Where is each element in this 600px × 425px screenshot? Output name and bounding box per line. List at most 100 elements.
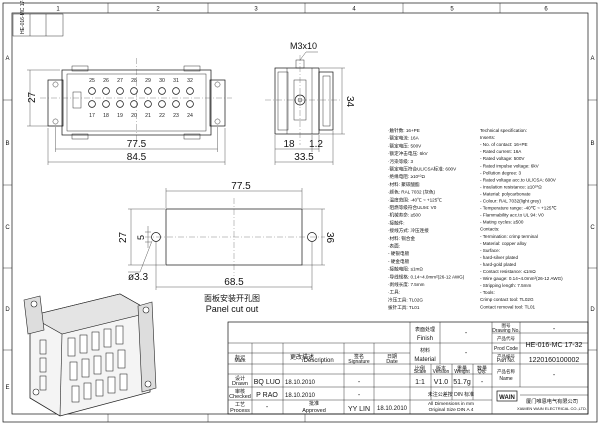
cutout-dim-5: 5 <box>136 235 146 240</box>
tb-surface-en: Finish <box>417 336 433 342</box>
side-view: M3x10 34 18 1.2 33.5 <box>265 41 355 165</box>
pin-label-30: 30 <box>159 78 165 84</box>
spec-en-line: - Flammability acc.to UL 94: V0 <box>480 213 544 218</box>
spec-en-line: - hard-gold plated <box>480 262 516 267</box>
pin-label-25: 25 <box>89 78 95 84</box>
side-dim-1-2: 1.2 <box>309 139 323 150</box>
spec-cn-line: ·接触件: <box>388 219 405 226</box>
spec-cn-line: ·剥线长度: 7.5mm <box>388 281 425 288</box>
row-label-C: C <box>5 225 10 231</box>
pin-label-17: 17 <box>89 113 95 119</box>
col-label-6: 6 <box>544 7 548 13</box>
spec-cn-line: ·颜色: RAL 7032 (灰色) <box>388 189 436 196</box>
tb-date-cn: 日期 <box>387 354 397 360</box>
cutout-dim-dia-3-3: ø3.3 <box>128 272 148 283</box>
corner-code: HE-016-MC 17-32 <box>20 0 26 34</box>
tb-scale-val: 1:1 <box>415 379 425 386</box>
spec-en-line: Contacts: <box>480 227 499 232</box>
spec-cn-line: ·额定冲击电压: 6kV <box>388 150 428 157</box>
tb-part-no-en: Part No. <box>497 358 515 364</box>
tb-weight-en: Weight <box>454 369 470 375</box>
spec-en-line: - Material: polycarbonate <box>480 191 531 196</box>
col-label-3: 3 <box>254 7 258 13</box>
cutout-dim-27: 27 <box>118 231 129 243</box>
pin-label-32: 32 <box>187 78 193 84</box>
tb-drawing-no-en: Drawing No. <box>492 328 520 334</box>
tb-approved-en: Approved <box>302 408 326 414</box>
pin-label-19: 19 <box>117 113 123 119</box>
tb-desc-cn: 更改描述 <box>290 353 314 361</box>
front-dim-77-5: 77.5 <box>127 139 147 150</box>
panel-cutout-view: 77.5 27 5 36 ø3.3 68.5 面板安装开孔图 Panel cut… <box>118 181 335 314</box>
pin-label-28: 28 <box>131 78 137 84</box>
side-dim-m3x10: M3x10 <box>290 41 317 51</box>
tb-version-cn: 版本 <box>436 365 446 372</box>
pin-label-23: 23 <box>173 113 179 119</box>
spec-cn-line: ·额定电压: 500V <box>388 142 422 149</box>
cutout-label-en: Panel cut out <box>206 304 259 314</box>
tb-dash-1: - <box>358 379 361 386</box>
col-label-5: 5 <box>450 7 454 13</box>
spec-cn-line: ·材料: 铜合金 <box>388 235 415 242</box>
spec-en-block: Technical specification:Inserts:- No. of… <box>480 128 563 309</box>
tb-process-cn: 工艺 <box>235 402 245 408</box>
row-label-B: B <box>5 141 9 147</box>
spec-en-line: - Tools: <box>480 290 495 295</box>
tb-prod-code-val: HE-016-MC 17-32 <box>526 342 583 349</box>
col-label-4: 4 <box>352 7 356 13</box>
spec-cn-line: ·材料: 聚碳酸酯 <box>388 181 420 188</box>
tb-checked-en: Checked <box>229 394 251 400</box>
row-label-D-right: D <box>590 307 595 313</box>
tb-name-cn: 产品名称 <box>497 368 515 375</box>
grid-columns: 1 2 3 4 5 6 <box>56 3 548 422</box>
tb-checked-date: 18.10.2010 <box>285 393 316 399</box>
spec-en-line: - Colour: RAL 7032(light grey) <box>480 199 541 204</box>
tb-approved-date: 18.10.2010 <box>377 406 408 412</box>
col-label-2: 2 <box>156 7 160 13</box>
tb-name-val: - <box>553 372 556 379</box>
spec-cn-line: ·污染等级: 3 <box>388 158 413 165</box>
iso-connector-image <box>23 293 157 417</box>
spec-cn-line: ·接触电阻: ≤1mΩ <box>388 266 423 273</box>
front-dim-84-5: 84.5 <box>127 152 147 163</box>
pin-label-18: 18 <box>103 113 109 119</box>
tb-drawing-no-val: - <box>553 326 556 333</box>
spec-en-line: - Rated current: 16A <box>480 149 522 154</box>
spec-en-line: Contact removal tool: TL01 <box>480 304 536 309</box>
row-label-A-right: A <box>590 56 594 62</box>
tb-sig-en: Signature <box>348 359 370 365</box>
tb-company-cn: 厦门唯恩电气有限公司 <box>526 397 578 405</box>
spec-cn-line: ·温度范围: -40℃ ~ +125℃ <box>388 196 442 203</box>
tb-company-en: XIAMEN WAIN ELECTRICAL CO.,LTD. <box>517 406 587 411</box>
tb-surface-val: - <box>465 330 468 337</box>
spec-cn-line: - 硬银电镀 <box>388 250 410 257</box>
tb-drawing-no-cn: 图号 <box>502 323 511 329</box>
spec-cn-line: ·阻燃等级符合UL94: V0 <box>388 204 437 211</box>
tb-tolerance-en1: All Dimensions in mm <box>428 401 474 407</box>
spec-en-line: - Rated impulse voltage: 6kV <box>480 163 540 168</box>
pin-label-26: 26 <box>103 78 109 84</box>
spec-cn-line: ·接线方式: 冷压连接 <box>388 227 429 234</box>
tb-material-val: - <box>465 350 468 357</box>
tb-qty-en: Qty. <box>478 369 487 375</box>
pin-label-24: 24 <box>187 113 193 119</box>
tb-scale-cn: 比例 <box>415 365 425 372</box>
spec-cn-block: ·触针数: 16+PE·额定电流: 16A·额定电压: 500V·额定冲击电压:… <box>388 127 465 311</box>
tb-tolerance-cn: 未注公差按 DIN 标准 <box>428 391 474 398</box>
tb-name-en: Name <box>499 376 513 382</box>
cutout-dim-68-5: 68.5 <box>224 277 244 288</box>
row-label-C-right: C <box>590 225 595 231</box>
tb-mark-en: Mark <box>234 358 246 364</box>
spec-cn-line: 冷压工具: TL02G <box>388 296 423 303</box>
tb-prod-code-cn: 产品代号 <box>497 335 515 342</box>
tb-part-no-val: 1220160100002 <box>529 357 580 364</box>
spec-cn-line: - 硬金电镀 <box>388 258 410 265</box>
spec-cn-line: ·绝缘电阻: ≥10¹⁰Ω <box>388 173 425 180</box>
pin-label-20: 20 <box>131 113 137 119</box>
tb-tolerance-en2: Original Size DIN A 4 <box>429 407 474 413</box>
spec-en-line: - hard-silver plated <box>480 255 518 260</box>
tb-drawn-en: Drawn <box>232 381 248 387</box>
front-view: 25 26 27 28 29 30 31 32 17 18 19 20 21 2… <box>27 58 232 165</box>
tb-checked-by: P RAO <box>256 392 278 399</box>
